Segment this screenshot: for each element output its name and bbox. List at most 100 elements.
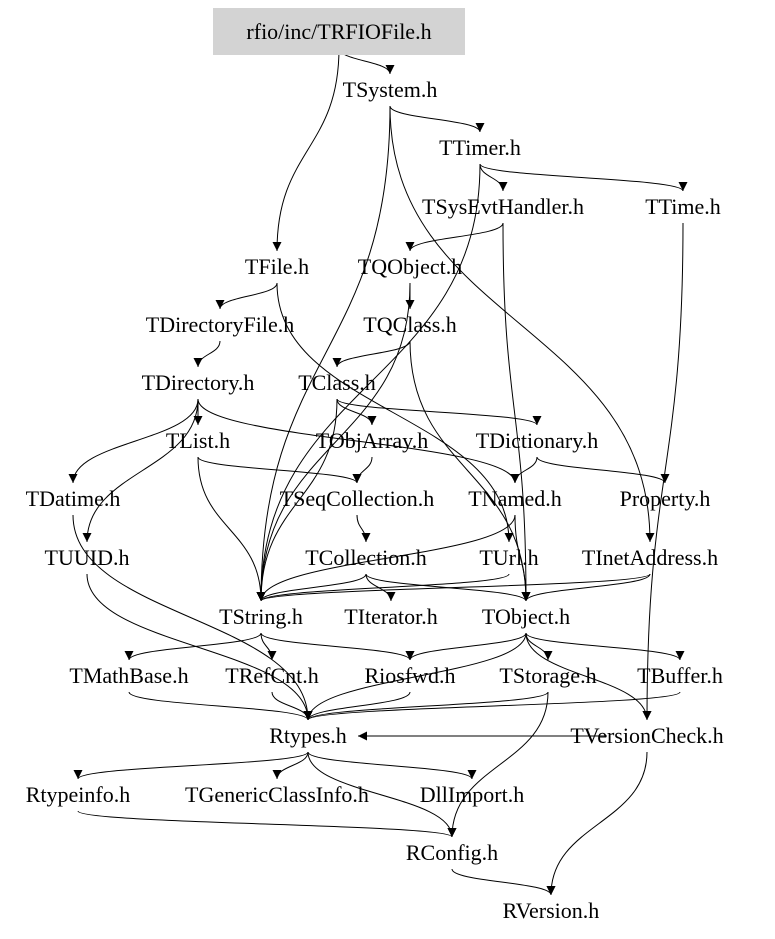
edge-ttimer-to-tstring [256,163,481,602]
node-label: DllImport.h [420,782,525,807]
node-tnamed[interactable]: TNamed.h [468,486,561,511]
node-titerator[interactable]: TIterator.h [344,604,437,629]
node-tuuid[interactable]: TUUID.h [45,545,130,570]
edge-tobject-to-riosfwd [405,632,527,661]
edge-tsystem-to-tstring [256,105,391,602]
node-label: rfio/inc/TRFIOFile.h [246,19,431,44]
node-ttime[interactable]: TTime.h [645,194,721,219]
node-riosfwd[interactable]: Riosfwd.h [364,663,455,688]
node-tdictionary[interactable]: TDictionary.h [476,428,599,453]
node-tlist[interactable]: TList.h [166,428,230,453]
edge-tstring-to-riosfwd [260,632,415,661]
node-turl[interactable]: TUrl.h [479,545,538,570]
node-tstorage[interactable]: TStorage.h [499,663,596,688]
edge-tobjarray-to-tseqcollection [352,456,373,484]
edge-tfile-to-turl [276,282,514,543]
edge-tmathbase-to-rtypes [128,691,313,721]
node-tmathbase[interactable]: TMathBase.h [69,663,188,688]
node-tobjarray[interactable]: TObjArray.h [316,428,428,453]
node-label: TStorage.h [499,663,596,688]
edge-tdictionary-to-property [536,456,670,484]
edge-ttimer-to-tsysevthandler [479,163,508,192]
edge-tobject-to-rtypes [303,632,527,721]
node-label: TIterator.h [344,604,437,629]
node-tdirectoryfile[interactable]: TDirectoryFile.h [146,312,294,337]
edge-tsysevthandler-to-tqobject [405,222,504,252]
node-label: TInetAddress.h [582,545,718,570]
edge-tclass-to-tstring [256,398,338,602]
node-tseqcollection[interactable]: TSeqCollection.h [280,486,435,511]
edge-tstorage-to-rconfig [447,691,549,838]
edge-ttimer-to-ttime [479,163,688,192]
node-rtypeinfo[interactable]: Rtypeinfo.h [26,782,131,807]
edge-tclass-to-tobjarray [336,398,377,426]
node-label: Property.h [620,486,711,511]
node-trfiofile[interactable]: rfio/inc/TRFIOFile.h [213,8,465,55]
node-label: RVersion.h [503,898,600,923]
node-tinetaddress[interactable]: TInetAddress.h [582,545,718,570]
node-tsystem[interactable]: TSystem.h [343,77,438,102]
node-tbuffer[interactable]: TBuffer.h [637,663,723,688]
node-label: TDirectory.h [142,370,255,395]
edge-tstorage-to-rtypes [303,691,549,721]
edge-tqclass-to-tclass [332,340,411,368]
edge-tlist-to-tstring [197,456,266,602]
edge-tobject-to-tbuffer [525,632,685,661]
node-label: TObjArray.h [316,428,428,453]
edge-rtypes-to-dllimport [307,751,477,780]
node-label: TSystem.h [343,77,438,102]
node-label: TSysEvtHandler.h [422,194,584,219]
node-label: RConfig.h [406,840,498,865]
node-label: TString.h [219,604,303,629]
edge-rtypes-to-rtypeinfo [73,751,309,780]
edge-tsystem-to-ttimer [389,105,485,133]
highlight-box [213,8,465,55]
node-label: Rtypeinfo.h [26,782,131,807]
edge-turl-to-tstring [256,573,510,602]
edge-tobject-to-tstorage [525,632,553,661]
edge-tdirectory-to-tnamed [197,398,520,484]
node-label: TQClass.h [363,312,457,337]
node-rtypes[interactable]: Rtypes.h [269,723,347,748]
edge-tdatime-to-rtypes [72,514,313,721]
node-rversion[interactable]: RVersion.h [503,898,600,923]
edge-tdictionary-to-tnamed [510,456,538,484]
node-tfile[interactable]: TFile.h [245,254,309,279]
node-tgenericclassinfo[interactable]: TGenericClassInfo.h [185,782,369,807]
node-rconfig[interactable]: RConfig.h [406,840,498,865]
edge-tsysevthandler-to-tobject [502,222,531,602]
node-label: TTime.h [645,194,721,219]
node-label: TDictionary.h [476,428,599,453]
edge-tseqcollection-to-tcollection [356,514,371,543]
edge-tnamed-to-tstring [256,514,516,602]
edge-rconfig-to-rversion [451,868,556,896]
node-tdirectory[interactable]: TDirectory.h [142,370,255,395]
node-label: TObject.h [482,604,570,629]
node-trefcnt[interactable]: TRefCnt.h [225,663,319,688]
node-label: TUrl.h [479,545,538,570]
node-tqobject[interactable]: TQObject.h [358,254,462,279]
node-label: TNamed.h [468,486,561,511]
edge-tsystem-to-tinetaddress [389,105,655,543]
node-tversioncheck[interactable]: TVersionCheck.h [570,723,723,748]
edge-rtypes-to-rconfig [307,751,457,838]
edge-tinetaddress-to-tstring [256,573,651,602]
node-tstring[interactable]: TString.h [219,604,303,629]
node-label: TSeqCollection.h [280,486,435,511]
node-tclass[interactable]: TClass.h [298,370,376,395]
edge-tdirectoryfile-to-tdirectory [193,340,221,368]
node-tsysevthandler[interactable]: TSysEvtHandler.h [422,194,584,219]
node-tobject[interactable]: TObject.h [482,604,570,629]
edge-tbuffer-to-rtypes [303,691,681,721]
node-tqclass[interactable]: TQClass.h [363,312,457,337]
edge-trfiofile-to-tfile [272,47,340,252]
node-dllimport[interactable]: DllImport.h [420,782,525,807]
node-property[interactable]: Property.h [620,486,711,511]
edge-tlist-to-tseqcollection [197,456,362,484]
node-tdatime[interactable]: TDatime.h [26,486,121,511]
node-ttimer[interactable]: TTimer.h [439,135,521,160]
node-label: TRefCnt.h [225,663,319,688]
edge-tinetaddress-to-tobject [521,573,651,602]
node-tcollection[interactable]: TCollection.h [305,545,427,570]
